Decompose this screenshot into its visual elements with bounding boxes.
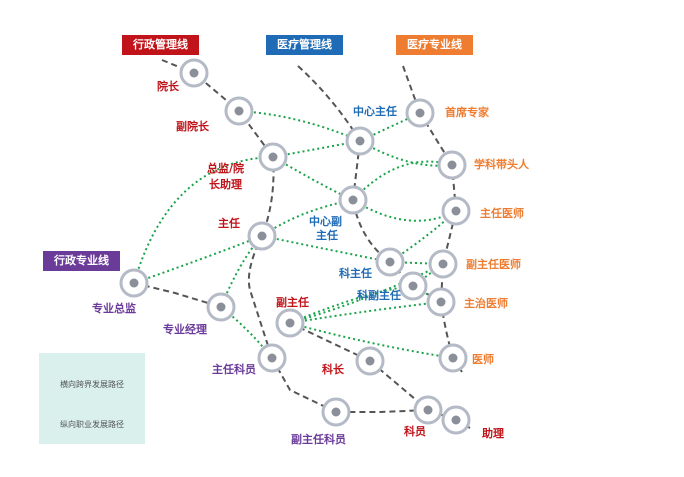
node-label-chief-clerk: 主任科员: [212, 363, 256, 376]
node-center: [438, 259, 448, 269]
cross-path: [133, 156, 274, 284]
cross-path: [289, 285, 414, 324]
cross-path: [289, 263, 444, 324]
node-label-center-vice-line1: 中心副: [309, 215, 342, 228]
node-label-section-staff: 科员: [404, 425, 426, 438]
legend: 横向跨界发展路径 纵向职业发展路径: [39, 353, 145, 444]
cross-path: [133, 235, 263, 284]
node-label-center-vice-line2: 主任: [316, 229, 338, 242]
node-center: [436, 297, 446, 307]
node-label-vice-dean: 副院长: [176, 120, 209, 133]
career-node: [428, 249, 458, 279]
node-label-chief-expert: 首席专家: [445, 106, 489, 119]
career-node: [398, 271, 428, 301]
career-node: [321, 397, 351, 427]
node-center: [415, 108, 425, 118]
node-label-dept-director: 科主任: [339, 267, 372, 280]
career-node: [413, 395, 443, 425]
node-label-director-line1: 总监/院: [207, 162, 245, 175]
career-node: [257, 343, 287, 373]
career-node: [345, 126, 375, 156]
node-center: [348, 195, 358, 205]
career-node: [179, 58, 209, 88]
career-node: [206, 292, 236, 322]
career-node: [338, 185, 368, 215]
career-node: [437, 150, 467, 180]
node-center: [451, 206, 461, 216]
career-node: [438, 343, 468, 373]
node-center: [268, 152, 278, 162]
node-center: [189, 68, 199, 78]
career-node: [275, 308, 305, 338]
node-label-section-chief: 科长: [322, 363, 344, 376]
admin-mgmt-header: 行政管理线: [122, 35, 199, 55]
node-center: [355, 136, 365, 146]
node-label-center-director: 中心主任: [353, 105, 397, 118]
node-label-chief-physician: 主任医师: [480, 207, 524, 220]
legend-vertical-label: 纵向职业发展路径: [60, 420, 124, 429]
career-node: [247, 221, 277, 251]
career-node: [224, 96, 254, 126]
cross-path: [352, 160, 453, 201]
cross-path: [289, 301, 442, 324]
node-center: [447, 160, 457, 170]
node-center: [331, 407, 341, 417]
node-label-dean: 院长: [157, 80, 179, 93]
node-label-director-line2: 长助理: [209, 178, 242, 191]
node-label-assistant: 助理: [482, 427, 504, 440]
career-node: [441, 196, 471, 226]
node-label-attending-physician: 主治医师: [464, 297, 508, 310]
node-center: [365, 356, 375, 366]
career-node: [258, 142, 288, 172]
node-label-discipline-leader: 学科带头人: [474, 158, 529, 171]
medical-pro-header: 医疗专业线: [396, 35, 473, 55]
career-node: [375, 247, 405, 277]
node-center: [385, 257, 395, 267]
node-center: [234, 106, 244, 116]
node-center: [408, 281, 418, 291]
node-label-vice-chief-clerk: 副主任科员: [291, 433, 346, 446]
node-center: [423, 405, 433, 415]
career-node: [355, 346, 385, 376]
cross-path: [352, 199, 457, 222]
node-center: [448, 353, 458, 363]
node-center: [267, 353, 277, 363]
node-label-supervisor: 主任: [218, 217, 240, 230]
career-node: [119, 268, 149, 298]
cross-path: [389, 261, 444, 265]
node-center: [285, 318, 295, 328]
node-label-physician: 医师: [472, 353, 494, 366]
admin-pro-header: 行政专业线: [43, 251, 120, 271]
node-center: [451, 415, 461, 425]
career-node: [441, 405, 471, 435]
career-node: [426, 287, 456, 317]
node-label-assoc-chief-physician: 副主任医师: [466, 258, 521, 271]
node-center: [129, 278, 139, 288]
node-label-vice-supervisor: 副主任: [276, 296, 309, 309]
node-label-pro-director: 专业总监: [92, 302, 136, 315]
career-node: [405, 98, 435, 128]
medical-mgmt-header: 医疗管理线: [266, 35, 343, 55]
node-center: [257, 231, 267, 241]
legend-horizontal-label: 横向跨界发展路径: [60, 380, 124, 389]
node-label-dept-vice-director: 科副主任: [357, 289, 401, 302]
node-center: [216, 302, 226, 312]
node-label-pro-manager: 专业经理: [163, 323, 207, 336]
